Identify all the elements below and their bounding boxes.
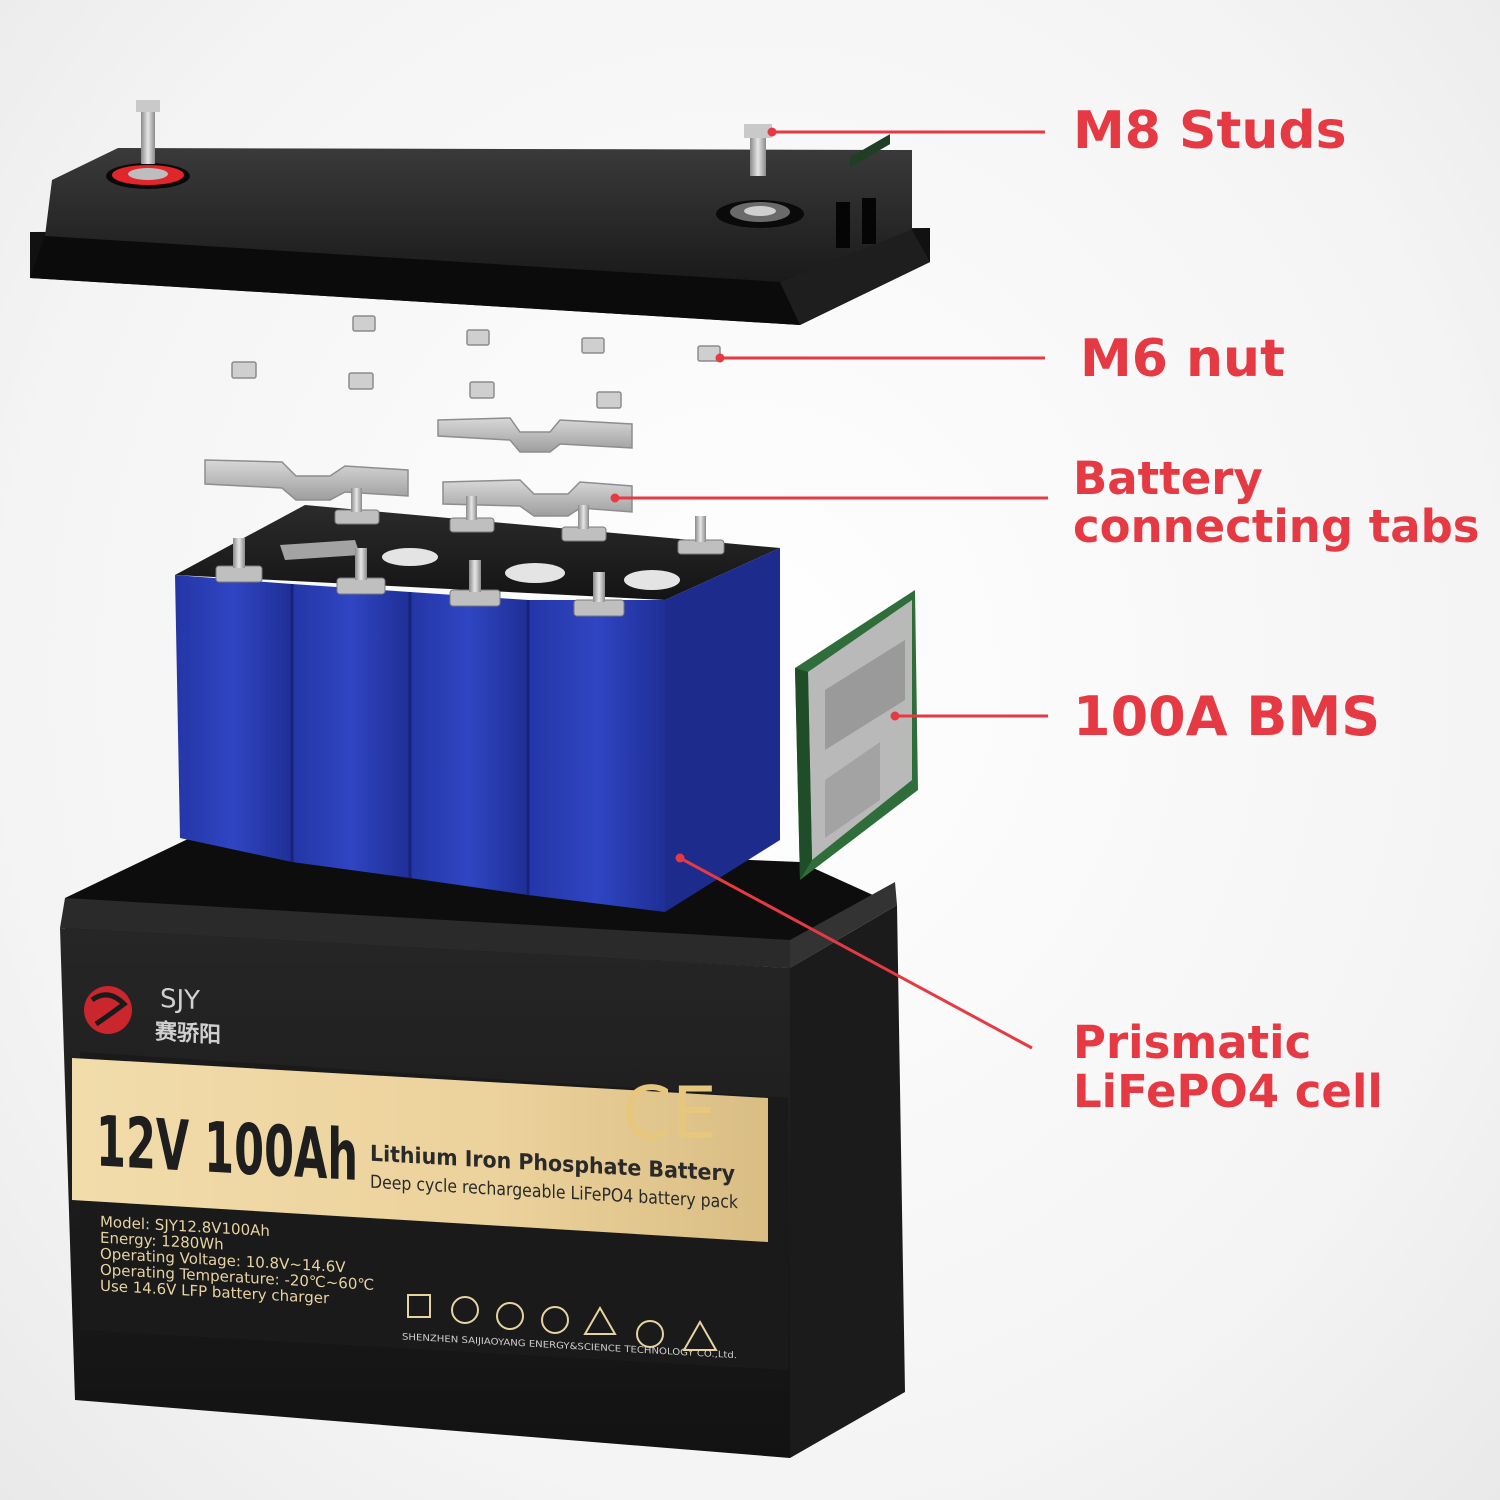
cell-terminals <box>215 488 725 617</box>
ce-mark: CE <box>622 1071 717 1155</box>
callout-cell-line1: Prismatic <box>1073 1016 1312 1069</box>
recycle-icon <box>451 1296 479 1324</box>
cell-top-marking <box>280 540 360 560</box>
cell-side-face <box>665 548 780 912</box>
cell-terminal <box>449 560 501 607</box>
cell-top-marking <box>624 570 680 590</box>
no-disassembly-icon <box>496 1302 524 1330</box>
lifepo4-cell <box>410 592 528 895</box>
m6-nut <box>466 329 490 346</box>
callout-tabs-line1: Battery <box>1073 452 1263 505</box>
battery-lid <box>30 148 930 325</box>
cell-terminal <box>334 488 380 525</box>
m6-nut <box>469 381 495 399</box>
warning-icon <box>583 1305 617 1335</box>
brand-logo: SJY 赛骄阳 <box>84 984 221 1049</box>
callout-lifepo4-cell: Prismatic LiFePO4 cell <box>1073 1018 1383 1116</box>
cell-terminal <box>215 538 263 583</box>
connecting-tab <box>437 417 633 453</box>
lifepo4-cells <box>175 505 780 912</box>
callout-connecting-tabs: Battery connecting tabs <box>1073 452 1480 554</box>
m8-stud-right <box>744 124 772 176</box>
leader-line-cell <box>679 856 1033 1050</box>
m6-nut <box>231 361 257 379</box>
lifepo4-cell <box>175 575 292 862</box>
connecting-tab <box>204 459 409 501</box>
m6-nut <box>348 372 374 390</box>
m6-nuts <box>231 315 721 409</box>
connecting-tabs <box>204 417 633 517</box>
callout-tabs-line2: connecting tabs <box>1073 500 1480 554</box>
cell-terminal <box>573 572 625 617</box>
cell-top-marking <box>382 548 438 566</box>
cell-top-marking <box>505 563 565 583</box>
label-headline: 12V 100Ah <box>96 1100 358 1197</box>
callout-cell-line2: LiFePO4 cell <box>1073 1065 1383 1119</box>
callout-m6-nut: M6 nut <box>1080 329 1285 389</box>
explosive-icon <box>682 1319 718 1351</box>
m6-nut <box>581 337 605 354</box>
bms-board <box>795 134 918 880</box>
cell-terminal <box>336 548 386 595</box>
no-fire-icon <box>541 1306 569 1334</box>
cell-terminal <box>677 516 725 555</box>
lifepo4-cell <box>528 600 665 912</box>
m6-nut <box>352 315 376 332</box>
lifepo4-cell <box>292 584 410 878</box>
cell-terminal <box>449 496 495 533</box>
brand-name-cn: 赛骄阳 <box>154 1019 221 1049</box>
m8-stud-left <box>136 100 160 164</box>
cell-terminal <box>561 505 607 542</box>
protective-gear-icon <box>636 1320 664 1348</box>
callout-lines <box>610 127 1048 1050</box>
callout-m8-studs: M8 Studs <box>1073 101 1347 161</box>
callout-bms: 100A BMS <box>1073 685 1381 748</box>
safety-symbols <box>407 1294 718 1351</box>
no-trash-icon <box>407 1294 431 1318</box>
brand-name: SJY <box>160 984 200 1016</box>
m6-nut <box>596 391 622 409</box>
